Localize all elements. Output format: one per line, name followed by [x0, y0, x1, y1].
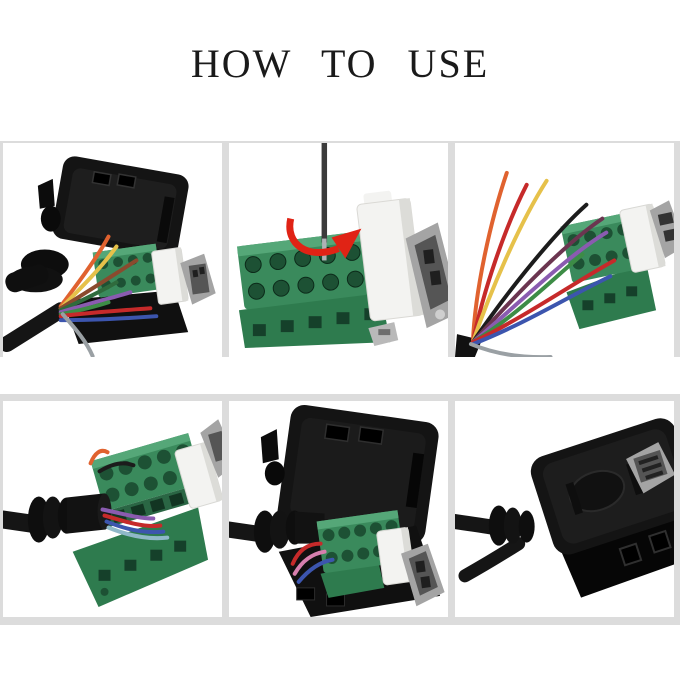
cable-gland: [5, 249, 69, 293]
step-grid-row-2: [0, 394, 680, 625]
step-5-photo: [229, 401, 448, 617]
cable: [229, 521, 265, 542]
connector-body: [151, 247, 189, 305]
cable: [3, 510, 40, 533]
step-3-photo: [455, 143, 674, 357]
db9-shell: [401, 543, 445, 607]
backshell-hood: [37, 156, 189, 258]
screwdriver: [321, 143, 328, 261]
assembled-backshell: [530, 418, 674, 598]
strain-relief-boot: [27, 493, 112, 543]
rotate-arrow-icon: [286, 217, 362, 259]
db9-plug: [626, 442, 674, 494]
colored-wires: [58, 234, 159, 357]
pcb: [566, 262, 657, 330]
pcb: [72, 507, 209, 607]
step-4-photo: [3, 401, 222, 617]
step-6-photo: [455, 401, 674, 617]
db9-plug: [649, 200, 674, 259]
page-title: HOW TO USE: [190, 41, 490, 86]
backshell-hood: [260, 404, 439, 544]
db9-shell: [405, 222, 448, 329]
step-1-photo: [3, 143, 222, 357]
db9-plug: [200, 419, 222, 478]
step-grid-row-1: [0, 141, 680, 357]
strain-relief-boot: [488, 505, 535, 546]
connected-wires: [290, 541, 335, 584]
mounting-bracket: [368, 322, 399, 347]
colored-wires: [468, 170, 617, 357]
step-2-photo: [229, 143, 448, 357]
connected-wires: [88, 448, 170, 541]
connector-body: [174, 441, 222, 509]
strain-relief-boot: [253, 510, 325, 553]
cable: [3, 302, 69, 353]
db9-plug: [180, 253, 216, 305]
